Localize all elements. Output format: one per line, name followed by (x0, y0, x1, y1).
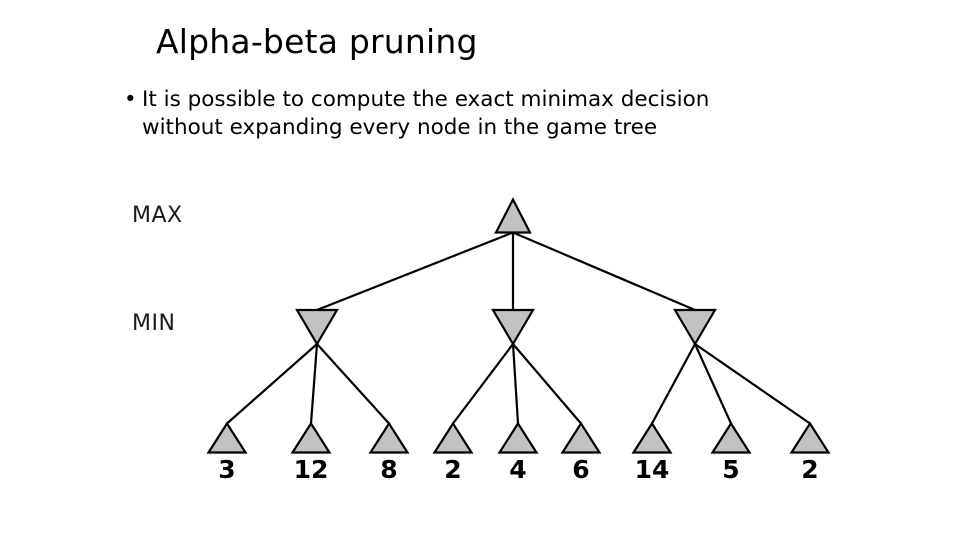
page-title: Alpha-beta pruning (156, 22, 478, 61)
tree-node-leaf-2[interactable] (290, 421, 332, 454)
leaf-value-leaf-2: 12 (293, 454, 329, 484)
tree-edge-root-to-min-3 (511, 231, 697, 312)
tree-node-leaf-9[interactable] (789, 421, 831, 454)
bullet-text: It is possible to compute the exact mini… (142, 87, 710, 140)
tree-edges (225, 231, 812, 425)
tree-node-leaf-5[interactable] (497, 421, 539, 454)
leaf-value-leaf-4: 2 (444, 454, 462, 484)
bullet-dot-icon: • (124, 87, 137, 112)
tree-node-leaf-1[interactable] (206, 421, 248, 454)
level-label-min: MIN (132, 311, 176, 336)
leaf-value-leaf-5: 4 (509, 454, 527, 484)
tree-node-leaf-8[interactable] (710, 421, 752, 454)
tree-edge-root-to-min-1 (315, 231, 515, 312)
tree-node-leaf-7[interactable] (631, 421, 673, 454)
tree-nodes (206, 197, 831, 454)
tree-edge-min-2-to-leaf-5 (511, 342, 520, 425)
tree-edge-min-1-to-leaf-1 (225, 342, 319, 425)
tree-edge-min-2-to-leaf-4 (451, 342, 515, 425)
leaf-value-leaf-6: 6 (572, 454, 590, 484)
tree-edge-min-3-to-leaf-9 (693, 342, 812, 425)
bullet-list: • It is possible to compute the exact mi… (124, 86, 824, 142)
tree-node-root-max[interactable] (494, 197, 532, 234)
leaf-value-leaf-8: 5 (722, 454, 740, 484)
tree-node-min-3[interactable] (673, 308, 717, 347)
tree-edge-min-1-to-leaf-2 (309, 342, 319, 425)
bullet-item: • It is possible to compute the exact mi… (124, 86, 782, 142)
tree-node-leaf-4[interactable] (432, 421, 474, 454)
tree-node-min-1[interactable] (295, 308, 339, 347)
leaf-value-leaf-7: 14 (634, 454, 670, 484)
leaf-value-leaf-3: 8 (380, 454, 398, 484)
tree-edge-min-3-to-leaf-7 (650, 342, 697, 425)
tree-edge-min-2-to-leaf-6 (511, 342, 583, 425)
tree-node-leaf-6[interactable] (560, 421, 602, 454)
tree-edge-min-1-to-leaf-3 (315, 342, 391, 425)
leaf-value-leaf-9: 2 (801, 454, 819, 484)
tree-node-min-2[interactable] (491, 308, 535, 347)
leaf-value-leaf-1: 3 (218, 454, 236, 484)
tree-node-leaf-3[interactable] (368, 421, 410, 454)
tree-edge-min-3-to-leaf-8 (693, 342, 733, 425)
level-label-max: MAX (132, 203, 183, 228)
